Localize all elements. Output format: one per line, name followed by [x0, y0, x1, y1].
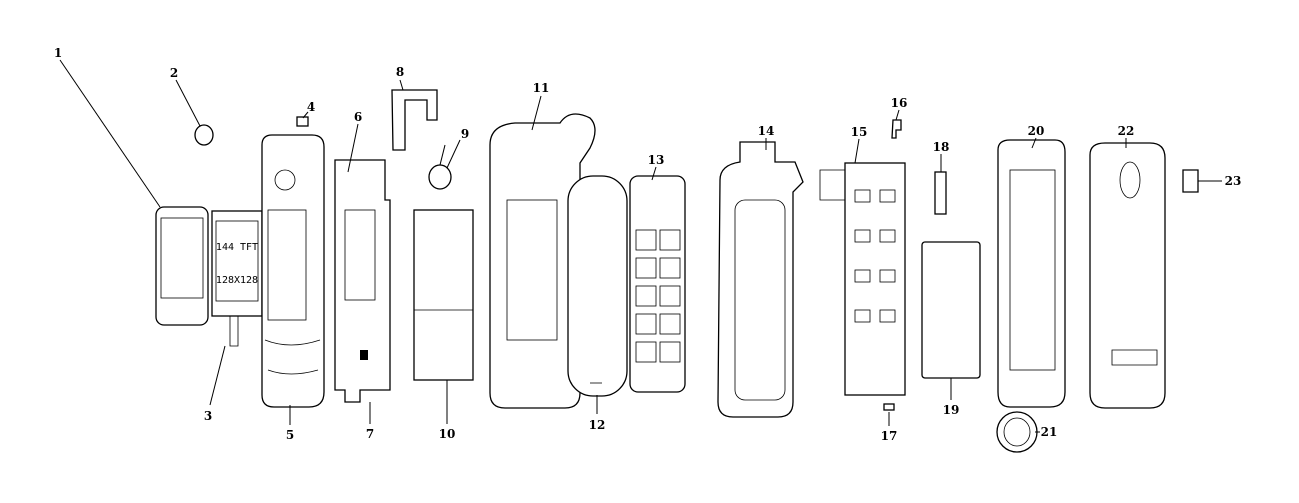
- display-text-size: 144 TFT: [216, 242, 258, 253]
- label-6: 6: [354, 110, 362, 124]
- label-13: 13: [648, 153, 665, 167]
- label-20: 20: [1028, 124, 1045, 138]
- display-text-resolution: 128X128: [216, 275, 258, 286]
- part-13-keypad: [629, 175, 686, 393]
- part-1-lens: [155, 206, 209, 326]
- part-8-flex-cable: [391, 89, 438, 151]
- part-16-clip: [891, 119, 902, 139]
- part-19-battery: [921, 241, 981, 379]
- leader-lines: [59, 59, 1222, 433]
- part-21-ring: [996, 411, 1038, 453]
- part-3-display: 144 TFT 128X128: [211, 210, 263, 347]
- label-8: 8: [396, 65, 404, 79]
- label-21: 21: [1041, 425, 1058, 439]
- label-23: 23: [1225, 174, 1242, 188]
- label-11: 11: [533, 81, 550, 95]
- label-17: 17: [881, 429, 898, 443]
- label-2: 2: [170, 66, 178, 80]
- label-4: 4: [307, 100, 315, 114]
- label-5: 5: [286, 428, 294, 442]
- part-20-rear-frame: [997, 139, 1066, 408]
- part-22-back-housing: [1089, 142, 1166, 409]
- part-23-plug: [1182, 169, 1199, 193]
- label-10: 10: [439, 427, 456, 441]
- part-17-clip: [883, 403, 895, 411]
- part-15-bracket: [819, 162, 906, 396]
- label-18: 18: [933, 140, 950, 154]
- label-1: 1: [54, 46, 62, 60]
- part-labels: 1 2 3 4 5 6 7 8 9 10 11 12 13 14 15 16 1…: [54, 46, 1242, 443]
- label-3: 3: [204, 409, 212, 423]
- label-9: 9: [461, 127, 469, 141]
- label-7: 7: [366, 427, 374, 441]
- part-2-button: [194, 124, 214, 146]
- label-16: 16: [891, 96, 908, 110]
- part-6-pcb: [334, 159, 391, 403]
- part-14-housing: [717, 141, 804, 418]
- part-5-front-cover: [261, 134, 325, 408]
- part-4: [296, 116, 309, 127]
- label-15: 15: [851, 125, 868, 139]
- label-14: 14: [758, 124, 775, 138]
- part-10-battery: [413, 209, 474, 381]
- part-12-back-plate: [567, 175, 628, 397]
- label-22: 22: [1118, 124, 1135, 138]
- part-18-switch: [934, 171, 947, 215]
- label-19: 19: [943, 403, 960, 417]
- part-9-coin-cell: [428, 144, 452, 190]
- label-12: 12: [589, 418, 606, 432]
